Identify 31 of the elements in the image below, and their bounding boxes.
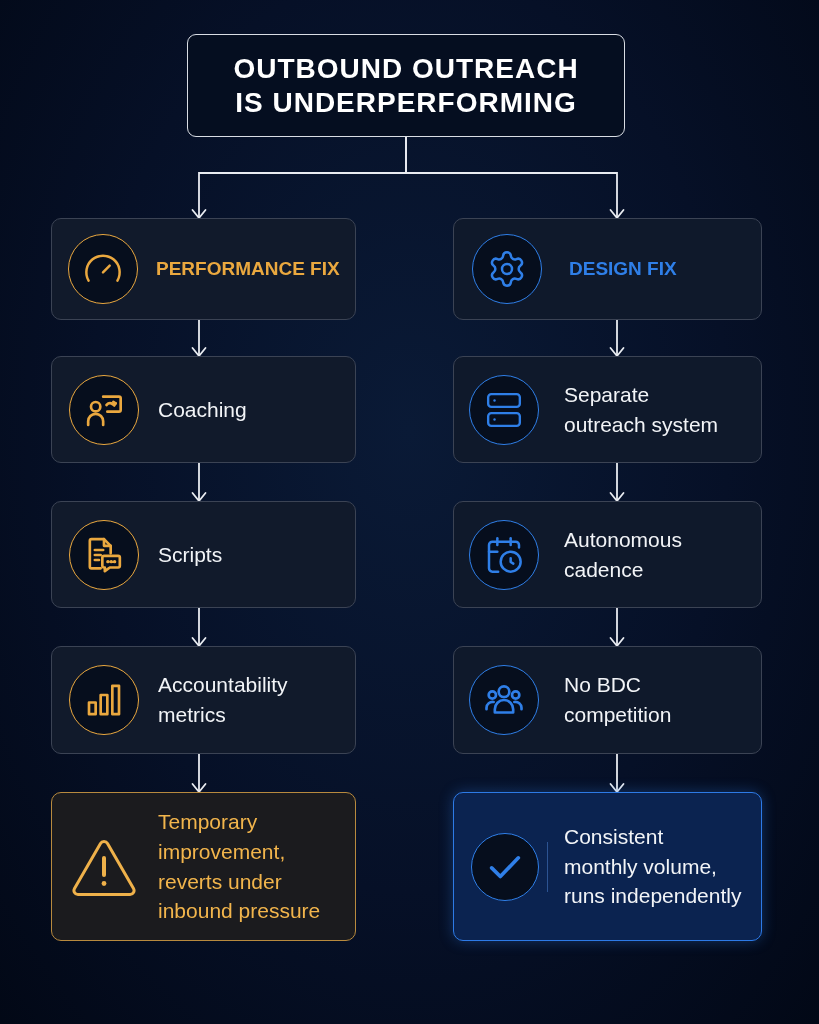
arrow: [405, 136, 625, 219]
arrow: [609, 319, 625, 357]
outcome-text: Temporary improvement, reverts under inbound pressure: [158, 808, 322, 925]
step-box: [51, 501, 356, 608]
step-box: [51, 646, 356, 754]
arrow: [191, 319, 207, 357]
step-label: Separate outreach system: [564, 381, 720, 438]
approach-heading: PERFORMANCE FIX: [156, 257, 340, 281]
arrow: [191, 607, 207, 647]
approach-box: [453, 218, 762, 320]
arrow: [609, 462, 625, 502]
step-label: Autonomous cadence: [564, 526, 683, 583]
step-label: Scripts: [158, 541, 223, 568]
step-box: [51, 356, 356, 463]
step-box: [453, 646, 762, 754]
outcome-box: [453, 792, 762, 941]
problem-heading: OUTBOUND OUTREACH IS UNDERPERFORMING: [232, 51, 580, 120]
step-box: [453, 356, 762, 463]
arrow: [609, 753, 625, 793]
outcome-box: [51, 792, 356, 941]
step-label: Coaching: [158, 396, 247, 423]
arrow: [191, 753, 207, 793]
step-box: [453, 501, 762, 608]
step-label: No BDC competition: [564, 672, 673, 728]
step-label: Accountability metrics: [158, 672, 289, 728]
approach-heading: DESIGN FIX: [569, 257, 677, 281]
outcome-text: Consistent monthly volume, runs independently: [564, 823, 742, 910]
arrow: [609, 607, 625, 647]
problem-box: [187, 34, 625, 137]
arrow: [191, 462, 207, 502]
approach-box: [51, 218, 356, 320]
